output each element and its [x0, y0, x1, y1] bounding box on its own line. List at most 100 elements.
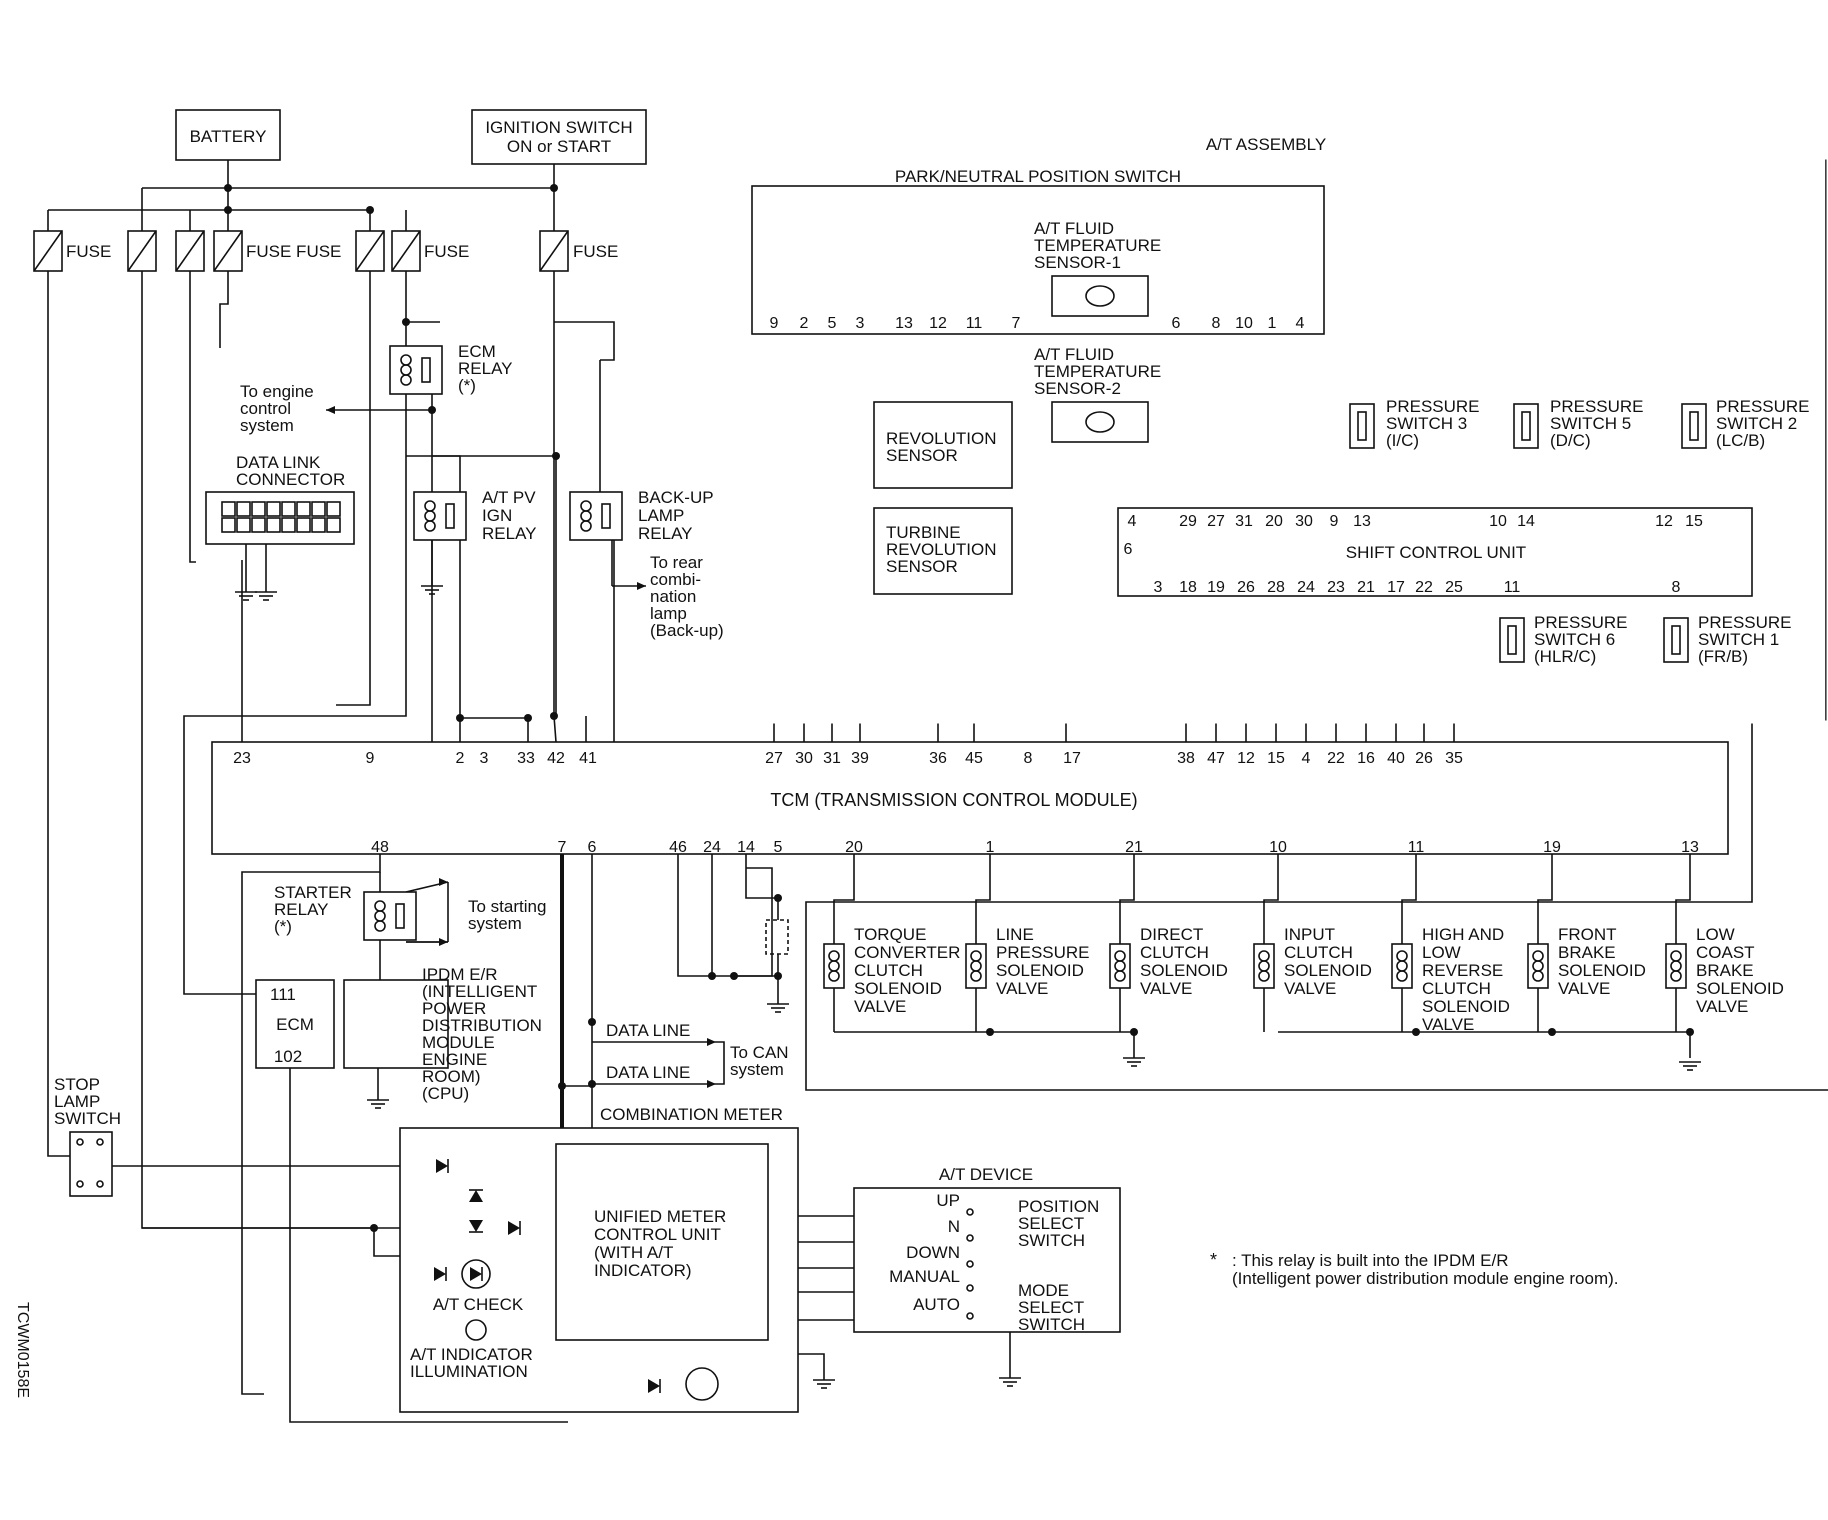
pressure-switch-3	[1349, 403, 1375, 449]
line-pressure-label-line: VALVE	[996, 979, 1048, 998]
ipdm-box	[343, 979, 449, 1069]
fluid-temp-sensor-1-label-line: TEMPERATURE	[1034, 236, 1161, 255]
scu-bottom-pin: 11	[1504, 579, 1521, 596]
pressure-switch-1-label-line: PRESSURE	[1698, 613, 1792, 632]
solenoid-pin: 21	[1125, 839, 1143, 856]
tcm-bottom-pin: 7	[558, 839, 567, 856]
fuse-element	[213, 230, 243, 272]
wire	[1537, 854, 1553, 944]
pnp-switch-box	[751, 185, 1325, 335]
connector-pin	[311, 501, 326, 517]
diode	[436, 1159, 448, 1173]
at-pv-ign-relay-label-line: RELAY	[482, 524, 537, 543]
scu-bottom-pin: 18	[1179, 579, 1197, 596]
connector-pin	[296, 517, 311, 533]
fluid-temp-sensor-1-label-line: A/T FLUID	[1034, 219, 1114, 238]
pnp-pin: 9	[770, 315, 779, 332]
at-assembly-title: A/T ASSEMBLY	[1206, 135, 1326, 154]
scu-top-pin: 20	[1265, 513, 1283, 530]
scu-top-pin: 13	[1353, 513, 1371, 530]
low-coast-brake-label-line: LOW	[1696, 925, 1735, 944]
indicator-illumination-lamp	[465, 1319, 487, 1341]
unified-meter-control-unit	[555, 1143, 769, 1341]
wire	[1263, 854, 1279, 944]
direct-clutch-label-line: VALVE	[1140, 979, 1192, 998]
wire	[47, 210, 90, 1157]
wire	[1119, 854, 1135, 944]
mode-select-label-line: MODE	[1018, 1281, 1069, 1300]
wire	[241, 854, 381, 1395]
high-low-reverse-clutch-label-line: SOLENOID	[1422, 997, 1510, 1016]
pressure-switch-6-label-line: SWITCH 6	[1534, 630, 1615, 649]
solenoid-pin: 1	[986, 839, 995, 856]
connector-pin	[281, 501, 296, 517]
to-rear-lamp-label-line: combi-	[650, 570, 701, 589]
fluid-temp-sensor-2-label-line: SENSOR-2	[1034, 379, 1121, 398]
fluid-temp-sensor-2-label-line: A/T FLUID	[1034, 345, 1114, 364]
to-rear-lamp-label-line: lamp	[650, 604, 687, 623]
tcm-top-pin: 2	[456, 750, 465, 767]
wire	[554, 321, 615, 361]
position-select-label-line: POSITION	[1018, 1197, 1099, 1216]
fuse-label: FUSE	[573, 242, 618, 261]
junction-dot	[552, 452, 560, 460]
fuse-element	[33, 230, 63, 272]
pnp-pin: 11	[966, 315, 983, 332]
tcm-box	[211, 741, 1729, 855]
low-coast-brake-label-line: VALVE	[1696, 997, 1748, 1016]
starter-relay	[363, 891, 417, 941]
pressure-switch-6-label-line: PRESSURE	[1534, 613, 1628, 632]
to-starting-label-line: To starting	[468, 897, 546, 916]
pnp-pin: 6	[1172, 315, 1181, 332]
switch-contact	[1507, 625, 1517, 655]
pressure-switch-1-label-line: (FR/B)	[1698, 647, 1748, 666]
switch-terminal	[966, 1260, 974, 1268]
shield-connector	[765, 919, 789, 955]
line-pressure-label-line: PRESSURE	[996, 943, 1090, 962]
switch-contact	[1671, 625, 1681, 655]
switch-terminal	[76, 1138, 84, 1146]
direct-clutch-label-line: DIRECT	[1140, 925, 1203, 944]
switch-terminal	[966, 1284, 974, 1292]
tcm-top-pin: 27	[765, 750, 783, 767]
switch-contact	[1689, 411, 1699, 441]
low-coast-brake-label-line: SOLENOID	[1696, 979, 1784, 998]
front-brake-label-line: BRAKE	[1558, 943, 1616, 962]
backup-lamp-relay	[569, 491, 623, 541]
tcm-bottom-pin: 5	[774, 839, 783, 856]
tcm-top-pin: 22	[1327, 750, 1345, 767]
pressure-switch-2	[1681, 403, 1707, 449]
scu-top-pin: 30	[1295, 513, 1313, 530]
ecm-relay-label-line: ECM	[458, 342, 496, 361]
connector-pin	[266, 501, 281, 517]
position-select-label-line: SELECT	[1018, 1214, 1084, 1233]
arrow-head	[637, 582, 646, 590]
solenoid-pin: 10	[1269, 839, 1287, 856]
line-pressure-label-line: LINE	[996, 925, 1034, 944]
diode	[469, 1190, 483, 1202]
pnp-pin: 12	[929, 315, 947, 332]
junction-dot	[1412, 1028, 1420, 1036]
high-low-reverse-clutch-label-line: REVERSE	[1422, 961, 1503, 980]
scu-top-pin: 12	[1655, 513, 1673, 530]
tcm-top-pin: 39	[851, 750, 869, 767]
pressure-switch-3-label-line: (I/C)	[1386, 431, 1419, 450]
wire	[1401, 854, 1417, 944]
tcm-top-pin: 12	[1237, 750, 1255, 767]
at-device-box	[853, 1187, 1121, 1333]
stop-lamp-switch-label-line: LAMP	[54, 1092, 100, 1111]
revolution-sensor-label-line: SENSOR	[886, 446, 958, 465]
direct-clutch-label-line: SOLENOID	[1140, 961, 1228, 980]
pressure-switch-2-label-line: PRESSURE	[1716, 397, 1810, 416]
shift-control-unit-title: SHIFT CONTROL UNIT	[1346, 543, 1526, 562]
at-device-position-0: UP	[936, 1191, 960, 1210]
connector-pin	[221, 501, 236, 517]
coil-turn	[970, 970, 982, 982]
tcm-bottom-pin: 24	[703, 839, 721, 856]
coil-turn	[1114, 970, 1126, 982]
shift-control-unit-box	[1117, 507, 1753, 597]
pressure-switch-2-label-line: SWITCH 2	[1716, 414, 1797, 433]
tcm-bottom-pin: 14	[737, 839, 755, 856]
combination-meter-title: COMBINATION METER	[600, 1105, 783, 1124]
